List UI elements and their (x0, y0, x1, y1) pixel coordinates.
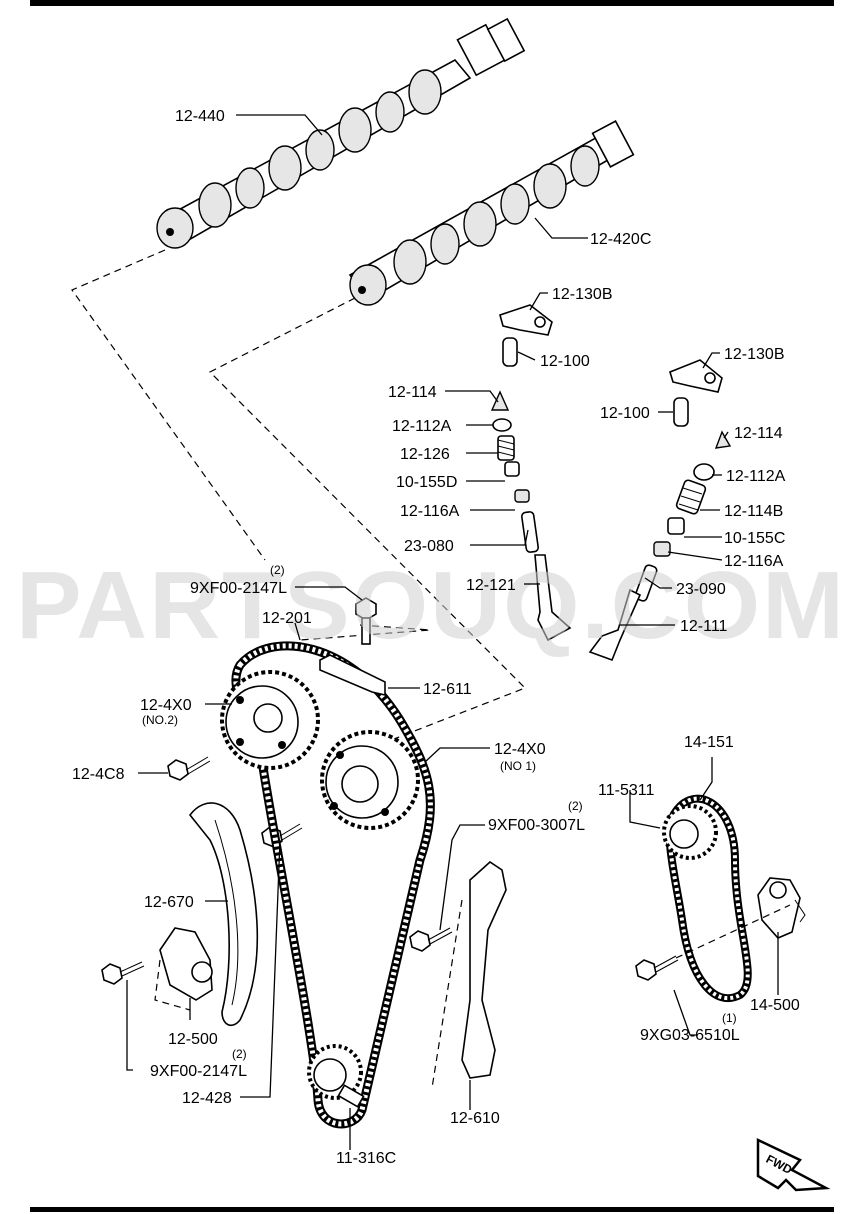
label-9xf00-3007l: 9XF00-3007L (488, 817, 585, 834)
bottom-border (30, 1207, 834, 1212)
part-labels: 12-440 12-420C 12-130B 12-100 12-130B 12… (72, 108, 800, 1167)
bolt-top-9xf00 (355, 597, 377, 645)
label-12-4x0-no2: 12-4X0 (140, 697, 192, 714)
qty-9xf00-2147l-bot: (2) (232, 1047, 247, 1061)
label-11-316c: 11-316C (336, 1150, 396, 1167)
label-9xf00-2147l-top: 9XF00-2147L (190, 580, 287, 597)
label-12-670: 12-670 (144, 894, 194, 911)
label-12-4x0-no1: 12-4X0 (494, 741, 546, 758)
label-12-100-right: 12-100 (600, 405, 650, 422)
bolt-9xg03 (635, 955, 679, 981)
label-12-111: 12-111 (680, 618, 728, 635)
label-12-116a-left: 12-116A (400, 503, 460, 520)
label-10-155d: 10-155D (396, 474, 457, 491)
qty-9xf00-3007l: (2) (568, 799, 583, 813)
bolt-lower-left (101, 961, 145, 985)
label-12-130b-left: 12-130B (552, 286, 613, 303)
chain-guide-upper (319, 654, 386, 697)
label-12-201: 12-201 (262, 610, 312, 627)
label-12-500: 12-500 (168, 1031, 218, 1048)
vvt-sprocket-no2 (220, 670, 320, 770)
oil-pump-tensioner (757, 877, 806, 939)
fwd-arrow-icon: FWD (756, 1138, 831, 1192)
watermark: PARTSOUQ.COM (16, 552, 846, 659)
label-12-100-left: 12-100 (540, 353, 590, 370)
label-12-114b: 12-114B (724, 503, 783, 520)
label-23-080: 23-080 (404, 538, 454, 555)
rocker-arm-right (669, 359, 723, 393)
label-12-112a-left: 12-112A (392, 418, 452, 435)
qty-9xf00-2147l-top: (2) (270, 563, 285, 577)
leader-lines (126, 114, 779, 1150)
dash-guide-intake (208, 297, 527, 761)
label-12-4c8: 12-4C8 (72, 766, 125, 783)
qty-9xg03-6510l: (1) (722, 1011, 737, 1025)
intake-camshaft (348, 120, 635, 306)
label-9xg03-6510l: 9XG03-6510L (640, 1027, 740, 1044)
bolt-12-4c8 (167, 756, 211, 781)
dash-guide-bolt (299, 624, 431, 641)
exhaust-camshaft (156, 17, 526, 249)
label-12-440: 12-440 (175, 108, 225, 125)
label-9xf00-2147l-bot: 9XF00-2147L (150, 1063, 247, 1080)
label-23-090: 23-090 (676, 581, 726, 598)
chain-guide-610 (431, 860, 507, 1089)
label-12-112a-right: 12-112A (726, 468, 786, 485)
label-14-500: 14-500 (750, 997, 800, 1014)
crank-sprocket (307, 1044, 365, 1108)
chain-tensioner (154, 927, 213, 1011)
vvt-sprocket-no1 (320, 730, 420, 830)
label-12-116a-right: 12-116A (724, 553, 784, 570)
sub-12-4x0-no2: (NO.2) (142, 713, 178, 727)
label-12-611: 12-611 (423, 681, 472, 698)
label-12-126: 12-126 (400, 446, 450, 463)
rocker-arm-left (499, 304, 553, 336)
label-10-155c: 10-155C (724, 530, 785, 547)
label-12-428: 12-428 (182, 1090, 232, 1107)
label-12-130b-right: 12-130B (724, 346, 785, 363)
top-border (30, 0, 834, 6)
label-12-610: 12-610 (450, 1110, 500, 1127)
sub-12-4x0-no1: (NO 1) (500, 759, 536, 773)
dash-guide-exhaust (71, 249, 266, 561)
label-12-114-right: 12-114 (734, 425, 783, 442)
bolt-mid-left (261, 823, 303, 848)
label-11-5311: 11-5311 (598, 782, 654, 799)
lash-adjuster-right (673, 397, 689, 427)
label-14-151: 14-151 (684, 734, 734, 751)
bolt-9xf00-3007l (409, 927, 453, 952)
label-12-420c: 12-420C (590, 231, 651, 248)
valve-train-right (588, 430, 732, 662)
label-12-121: 12-121 (466, 577, 516, 594)
lash-adjuster-left (502, 337, 518, 367)
oil-pump-sprocket (662, 804, 718, 860)
tensioner-arm (188, 802, 259, 1027)
label-12-114-left: 12-114 (388, 384, 437, 401)
